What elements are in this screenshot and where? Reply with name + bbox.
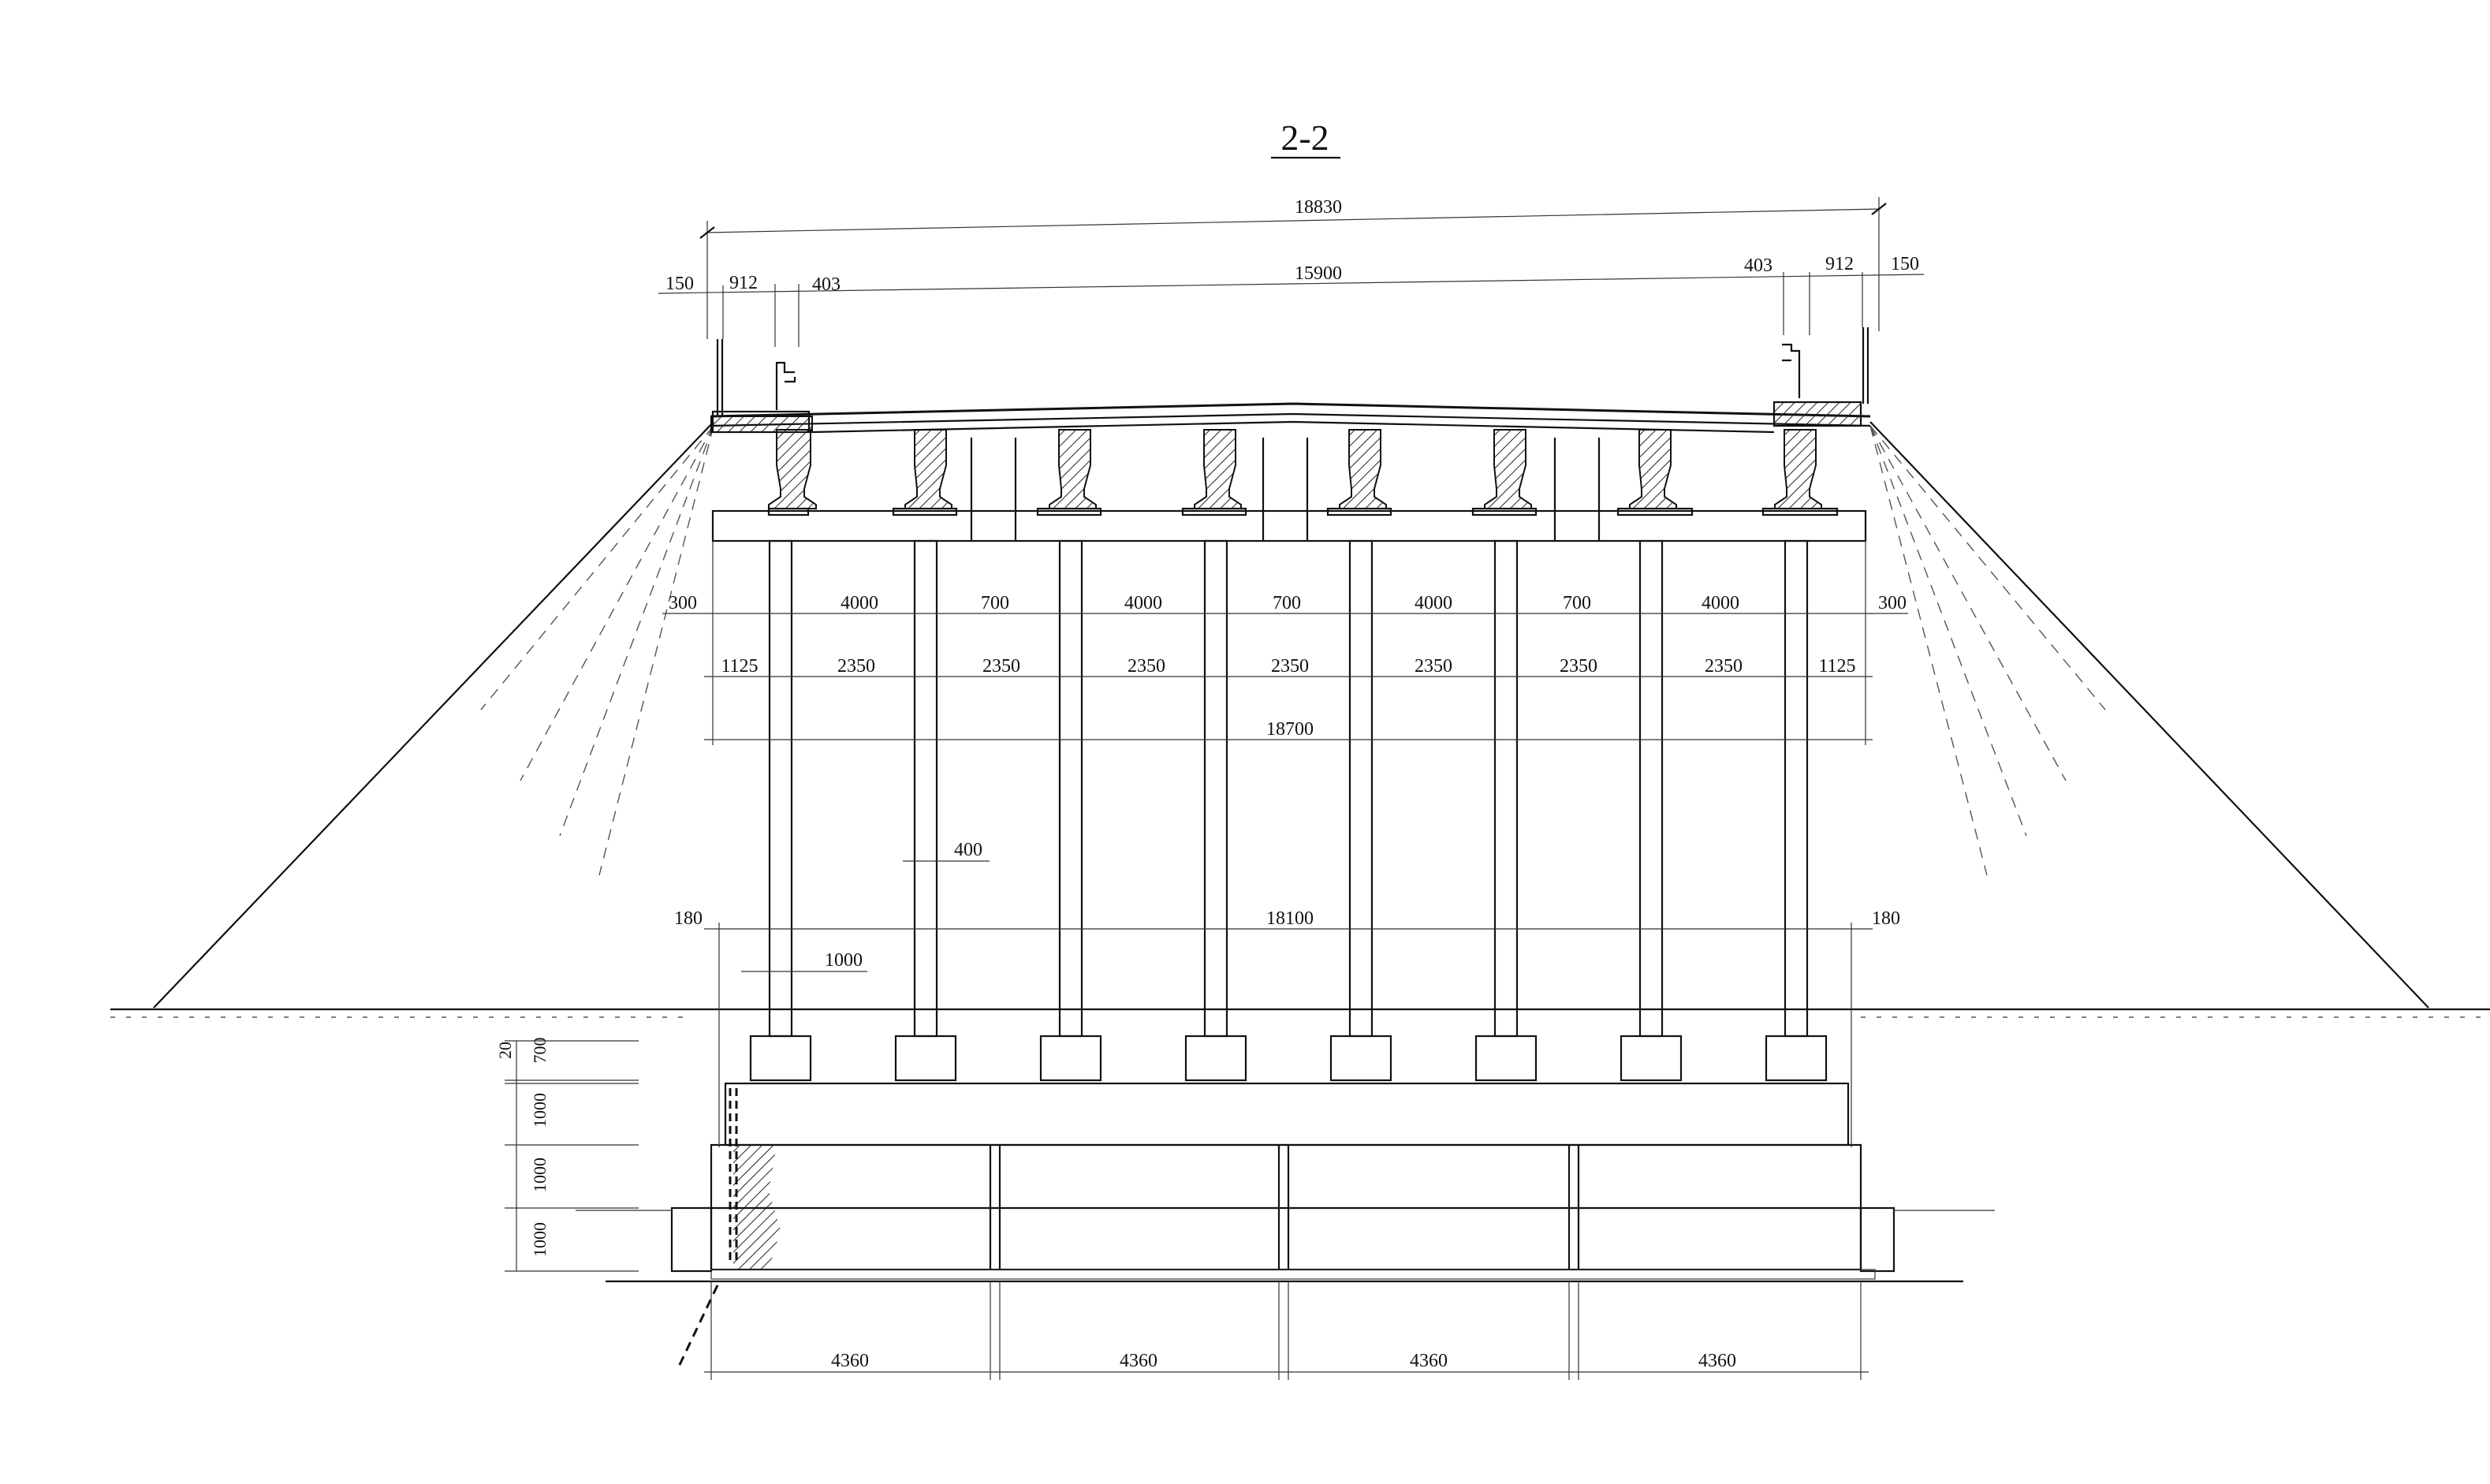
dim-row2-4: 2350	[1271, 656, 1309, 677]
dim-row1-7: 4000	[1702, 593, 1739, 613]
dim-row1-6: 700	[1563, 593, 1591, 613]
dim-footing-length: 18100	[1266, 908, 1314, 929]
ground-line	[110, 1008, 2490, 1018]
dim-footing-right: 180	[1872, 908, 1900, 929]
dim-row2-6: 2350	[1560, 656, 1597, 677]
dim-row1-5: 4000	[1415, 593, 1452, 613]
dim-bottom-3: 4360	[1698, 1351, 1736, 1371]
piers	[768, 539, 1809, 1038]
dim-row2-8: 1125	[1818, 656, 1855, 677]
dim-footing-left: 180	[674, 908, 703, 929]
dim-vert-1: 700	[530, 1038, 550, 1064]
dim-vert-4: 1000	[530, 1222, 550, 1257]
dim-row2-0: 1125	[721, 656, 758, 677]
dimension-lines	[505, 197, 1925, 1380]
section-title: 2-2	[1280, 117, 1329, 158]
dim-row1-8: 300	[1878, 593, 1907, 613]
dim-row1-2: 700	[981, 593, 1009, 613]
dim-row1-0: 300	[669, 593, 697, 613]
dim-pile-offset: 1000	[825, 950, 863, 971]
dim-row2-5: 2350	[1415, 656, 1452, 677]
dim-right-edge: 150	[1891, 254, 1919, 274]
dim-pile-width: 400	[954, 840, 982, 860]
dim-vert-3: 1000	[530, 1158, 550, 1192]
dimension-labels: 18830 15900 150 912 403 403 912 150 300 …	[495, 197, 1919, 1371]
dim-left-sidewalk: 912	[729, 273, 758, 293]
dim-row2-1: 2350	[837, 656, 875, 677]
girders	[768, 429, 1822, 509]
footing	[576, 1082, 1995, 1369]
pile-caps	[749, 1035, 1828, 1082]
dim-row1-3: 4000	[1124, 593, 1162, 613]
dim-overall-width: 18830	[1295, 197, 1342, 218]
dim-left-edge: 150	[665, 274, 694, 294]
dim-row2-7: 2350	[1705, 656, 1743, 677]
pier-cap	[711, 509, 1867, 543]
dim-bottom-2: 4360	[1410, 1351, 1448, 1371]
right-barrier	[1782, 343, 1801, 398]
dim-vert-2: 1000	[530, 1093, 550, 1128]
dim-right-sidewalk: 912	[1825, 254, 1854, 274]
dim-row2-2: 2350	[982, 656, 1020, 677]
dim-row1-1: 4000	[841, 593, 878, 613]
dim-cap-length: 18700	[1266, 719, 1314, 740]
dim-bottom-1: 4360	[1120, 1351, 1157, 1371]
dim-bottom-0: 4360	[831, 1351, 869, 1371]
left-barrier	[775, 361, 796, 410]
dim-roadway-width: 15900	[1295, 263, 1342, 284]
dim-vert-0: 20	[495, 1042, 515, 1059]
dim-row2-3: 2350	[1128, 656, 1165, 677]
embankment	[153, 421, 2429, 1009]
dim-row1-4: 700	[1273, 593, 1301, 613]
superstructure	[710, 327, 1871, 540]
dim-right-barrier: 403	[1744, 255, 1772, 276]
dim-left-barrier: 403	[812, 274, 841, 295]
